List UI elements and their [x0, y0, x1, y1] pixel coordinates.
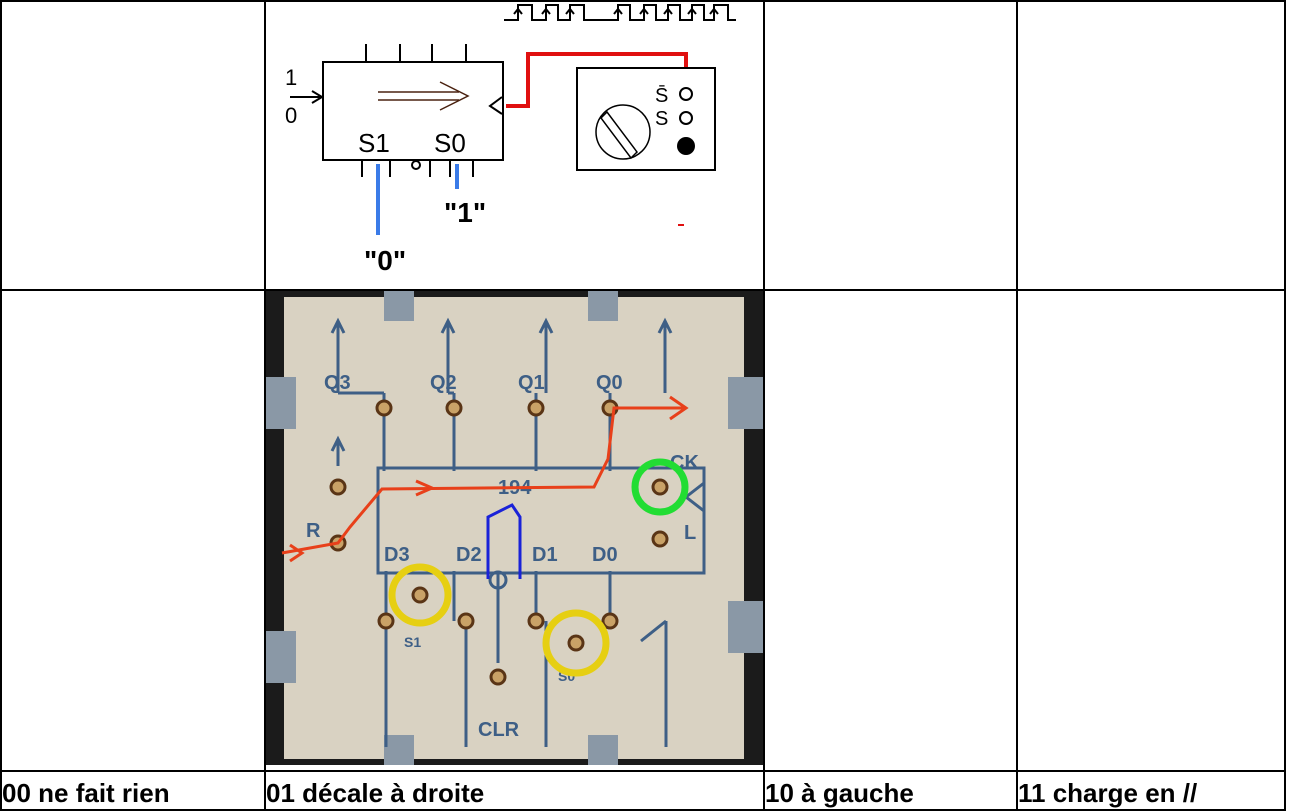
- empty-cell: [0, 0, 266, 291]
- l-label: L: [684, 522, 696, 544]
- s1-value: "0": [364, 245, 406, 276]
- jack-sockets: [329, 399, 669, 686]
- d0-label: D0: [592, 544, 618, 566]
- switch-q-label: S: [655, 108, 668, 130]
- clock-jack-highlight: [631, 458, 689, 516]
- output-pins: [365, 44, 467, 62]
- switch-q-jack: [679, 111, 693, 125]
- board-photo-cell: Q3 Q2 Q1 Q0 194 R L CK D3 D2 D1 D0 S1 S0…: [264, 289, 765, 772]
- empty-cell: [763, 289, 1018, 772]
- empty-cell: [0, 289, 266, 772]
- shift-arrow: [486, 503, 522, 579]
- d1-label: D1: [532, 544, 558, 566]
- edge-connectors: [266, 291, 763, 765]
- empty-cell: [1016, 289, 1286, 772]
- clear-inversion-bubble: [411, 160, 421, 170]
- data-path-arrow: [281, 406, 684, 555]
- q0-label: Q0: [596, 372, 623, 394]
- d3-label: D3: [384, 544, 410, 566]
- clock-input-triangle: [488, 96, 503, 115]
- switch-knob: [595, 104, 651, 160]
- s0-jack-highlight: [542, 609, 610, 677]
- switch-nq-label: S̄: [655, 84, 668, 107]
- s0-value: "1": [444, 197, 486, 228]
- s1-board-label: S1: [404, 634, 421, 650]
- r-label: R: [306, 520, 321, 542]
- q2-label: Q2: [430, 372, 457, 394]
- serial-input-one: 1: [285, 65, 297, 90]
- shift-register-schematic: 1 0 S1 S0 "0" "1": [285, 4, 736, 276]
- switch-lever: [600, 110, 638, 160]
- s1-label: S1: [358, 128, 390, 158]
- caption-mode-11: 11 charge en //: [1016, 770, 1286, 811]
- register-board-photo: Q3 Q2 Q1 Q0 194 R L CK D3 D2 D1 D0 S1 S0…: [266, 291, 763, 765]
- rising-edge-arrows: [513, 7, 719, 16]
- s0-label: S0: [434, 128, 466, 158]
- caption-row: 00 ne fait rien 01 décale à droite 10 à …: [0, 770, 1286, 811]
- switch-nq-jack: [679, 87, 693, 101]
- schematic-cell: 1 0 S1 S0 "0" "1": [264, 0, 765, 291]
- clock-wire: [506, 52, 688, 108]
- schematic-row: 1 0 S1 S0 "0" "1": [0, 0, 1286, 291]
- q3-label: Q3: [324, 372, 351, 394]
- shift-right-icon: [378, 81, 470, 111]
- d2-label: D2: [456, 544, 482, 566]
- register-block: [322, 61, 504, 161]
- board-plate: [284, 297, 744, 759]
- empty-cell: [1016, 0, 1286, 291]
- board-traces: [330, 317, 673, 747]
- input-pins: [361, 160, 474, 177]
- serial-input-zero: 0: [285, 103, 297, 128]
- chip-outline: [376, 466, 706, 575]
- caption-mode-10: 10 à gauche: [763, 770, 1018, 811]
- board-photo-row: Q3 Q2 Q1 Q0 194 R L CK D3 D2 D1 D0 S1 S0…: [0, 289, 1286, 772]
- q1-label: Q1: [518, 372, 545, 394]
- switch-ground-jack: [677, 137, 695, 155]
- caption-mode-01: 01 décale à droite: [264, 770, 765, 811]
- clr-label: CLR: [478, 719, 520, 741]
- caption-mode-00: 00 ne fait rien: [0, 770, 266, 811]
- s1-jack-highlight: [388, 563, 452, 627]
- empty-cell: [763, 0, 1018, 291]
